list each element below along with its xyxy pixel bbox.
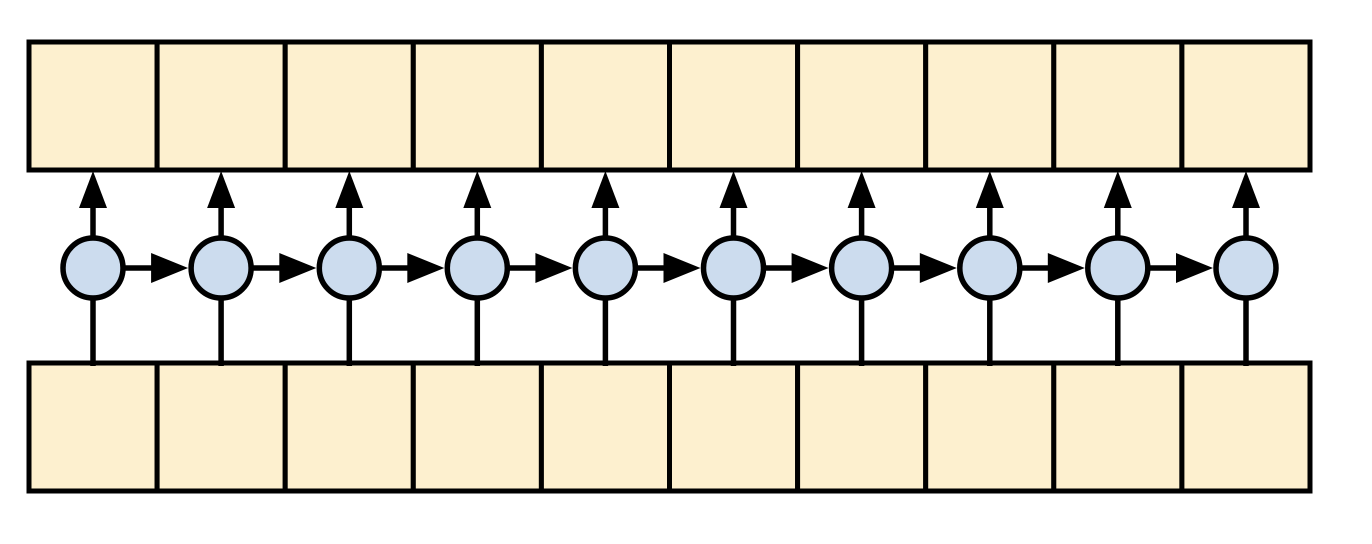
input-cell [1179,360,1313,494]
hidden-state-node [444,235,511,301]
hidden-state-node [957,235,1023,301]
output-cell [1051,39,1185,173]
hidden-state-node [1213,235,1279,301]
recurrent-arrowhead [279,253,317,283]
recurrent-arrowhead [663,253,701,283]
recurrent-arrowhead [1176,253,1213,283]
output-cell [26,39,160,173]
hidden-state-node [316,235,383,301]
output-cell [667,39,801,173]
output-arrowhead [591,171,620,208]
hidden-state-node [572,235,639,301]
hidden-state-node [188,235,254,301]
input-cell [667,360,801,494]
output-cell [282,39,416,173]
output-cell [410,39,544,173]
output-arrowhead [1232,171,1260,208]
recurrent-arrowhead [919,253,957,283]
output-cell [923,39,1057,173]
input-cell [1051,360,1185,494]
hidden-state-node [700,235,767,301]
output-arrowhead [1103,171,1132,208]
output-cell [154,39,288,173]
hidden-state-node [828,235,895,301]
output-arrowhead [335,171,364,208]
output-arrowhead [847,171,876,208]
output-cell [1179,39,1313,173]
output-arrowhead [463,171,492,208]
recurrent-arrowhead [1047,253,1085,283]
output-arrowhead [975,171,1004,208]
recurrent-arrowhead [151,253,189,283]
output-arrowhead [719,171,748,208]
hidden-state-node [1085,235,1151,301]
recurrent-arrowhead [791,253,829,283]
input-cell [795,360,929,494]
output-arrowhead [207,171,236,208]
input-cell [538,360,673,494]
recurrent-arrowhead [535,253,573,283]
output-cell [538,39,673,173]
input-cell [282,360,416,494]
output-arrowhead [79,171,107,208]
input-cell [26,360,160,494]
output-cell [795,39,929,173]
hidden-state-node [60,235,126,301]
input-cell [923,360,1057,494]
input-cell [410,360,544,494]
input-cell [154,360,288,494]
recurrent-arrowhead [407,253,445,283]
